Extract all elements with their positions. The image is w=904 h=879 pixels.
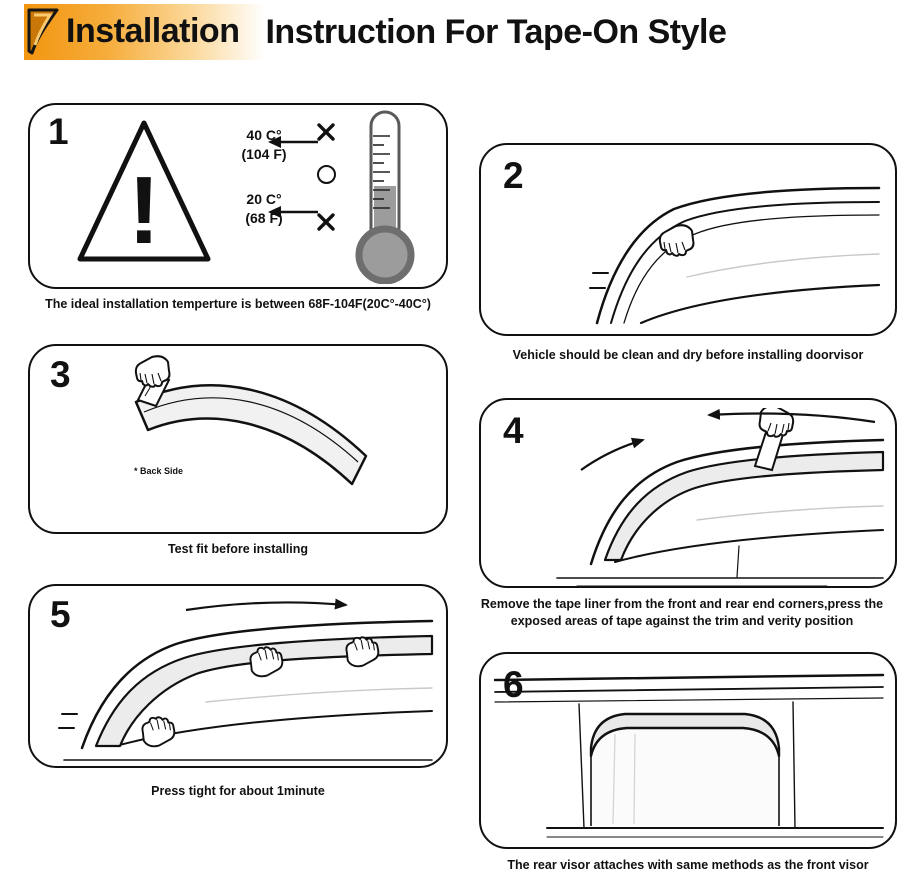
pull-direction-arrow — [707, 408, 876, 424]
exclamation-mark: ! — [128, 157, 160, 264]
door-visor — [134, 384, 368, 486]
temp-high-f: (104 F) — [241, 146, 287, 162]
step-1-caption: The ideal installation temperture is bet… — [45, 297, 431, 311]
visor-band — [94, 634, 434, 748]
step-3-number: 3 — [50, 354, 71, 395]
step-6-panel: 6 — [479, 652, 897, 849]
step-1-number: 1 — [48, 111, 69, 152]
step-1-panel: 1 ! 40 C° (104 F) 20 C° (68 F) — [28, 103, 448, 289]
back-side-label: * Back Side — [134, 466, 184, 476]
step-4-caption: Remove the tape liner from the front and… — [480, 597, 884, 628]
thermometer-icon — [355, 110, 415, 284]
step-3-panel: 3 * Back Side — [28, 344, 448, 534]
hand-icon — [758, 408, 795, 438]
temp-high-c: 40 C° — [246, 127, 282, 143]
header: Installation Instruction For Tape-On Sty… — [24, 4, 727, 60]
step-2-panel: 2 — [479, 143, 897, 336]
hand-icon — [658, 224, 695, 257]
step-4-panel: 4 — [479, 398, 897, 588]
temp-low-c: 20 C° — [246, 191, 282, 207]
cross-icon — [317, 123, 335, 141]
step-3-caption: Test fit before installing — [167, 542, 309, 556]
visor-band — [603, 450, 885, 562]
cross-icon — [317, 213, 335, 231]
window-cleaning-illustration — [589, 186, 881, 325]
step-2-caption: Vehicle should be clean and dry before i… — [512, 348, 864, 362]
left-arrow-icon — [268, 136, 318, 148]
left-arrow-icon — [268, 206, 318, 218]
press-tight-illustration — [58, 598, 434, 761]
remove-liner-illustration — [556, 408, 885, 587]
step-5-panel: 5 — [28, 584, 448, 768]
title-highlight-text: Installation — [66, 11, 240, 50]
title-highlight: Installation — [24, 4, 266, 60]
step-4-number: 4 — [503, 410, 524, 451]
step-5-number: 5 — [50, 594, 71, 635]
step-5-caption: Press tight for about 1minute — [151, 784, 325, 798]
circle-icon — [317, 165, 336, 184]
step-6-caption: The rear visor attaches with same method… — [507, 858, 869, 872]
title-rest-text: Instruction For Tape-On Style — [265, 12, 727, 51]
step-2-number: 2 — [503, 155, 524, 196]
page-title: Installation Instruction For Tape-On Sty… — [24, 4, 727, 60]
warning-triangle-icon: ! — [77, 120, 211, 264]
press-along-arrow — [185, 598, 348, 612]
step-6-number: 6 — [503, 664, 524, 705]
hand-icon — [141, 716, 176, 748]
visor-test-fit-illustration — [134, 355, 368, 486]
rear-visor-band — [589, 712, 781, 758]
press-direction-arrow — [580, 437, 645, 471]
rear-visor-illustration — [493, 673, 885, 838]
visor-corner-icon — [27, 8, 59, 55]
